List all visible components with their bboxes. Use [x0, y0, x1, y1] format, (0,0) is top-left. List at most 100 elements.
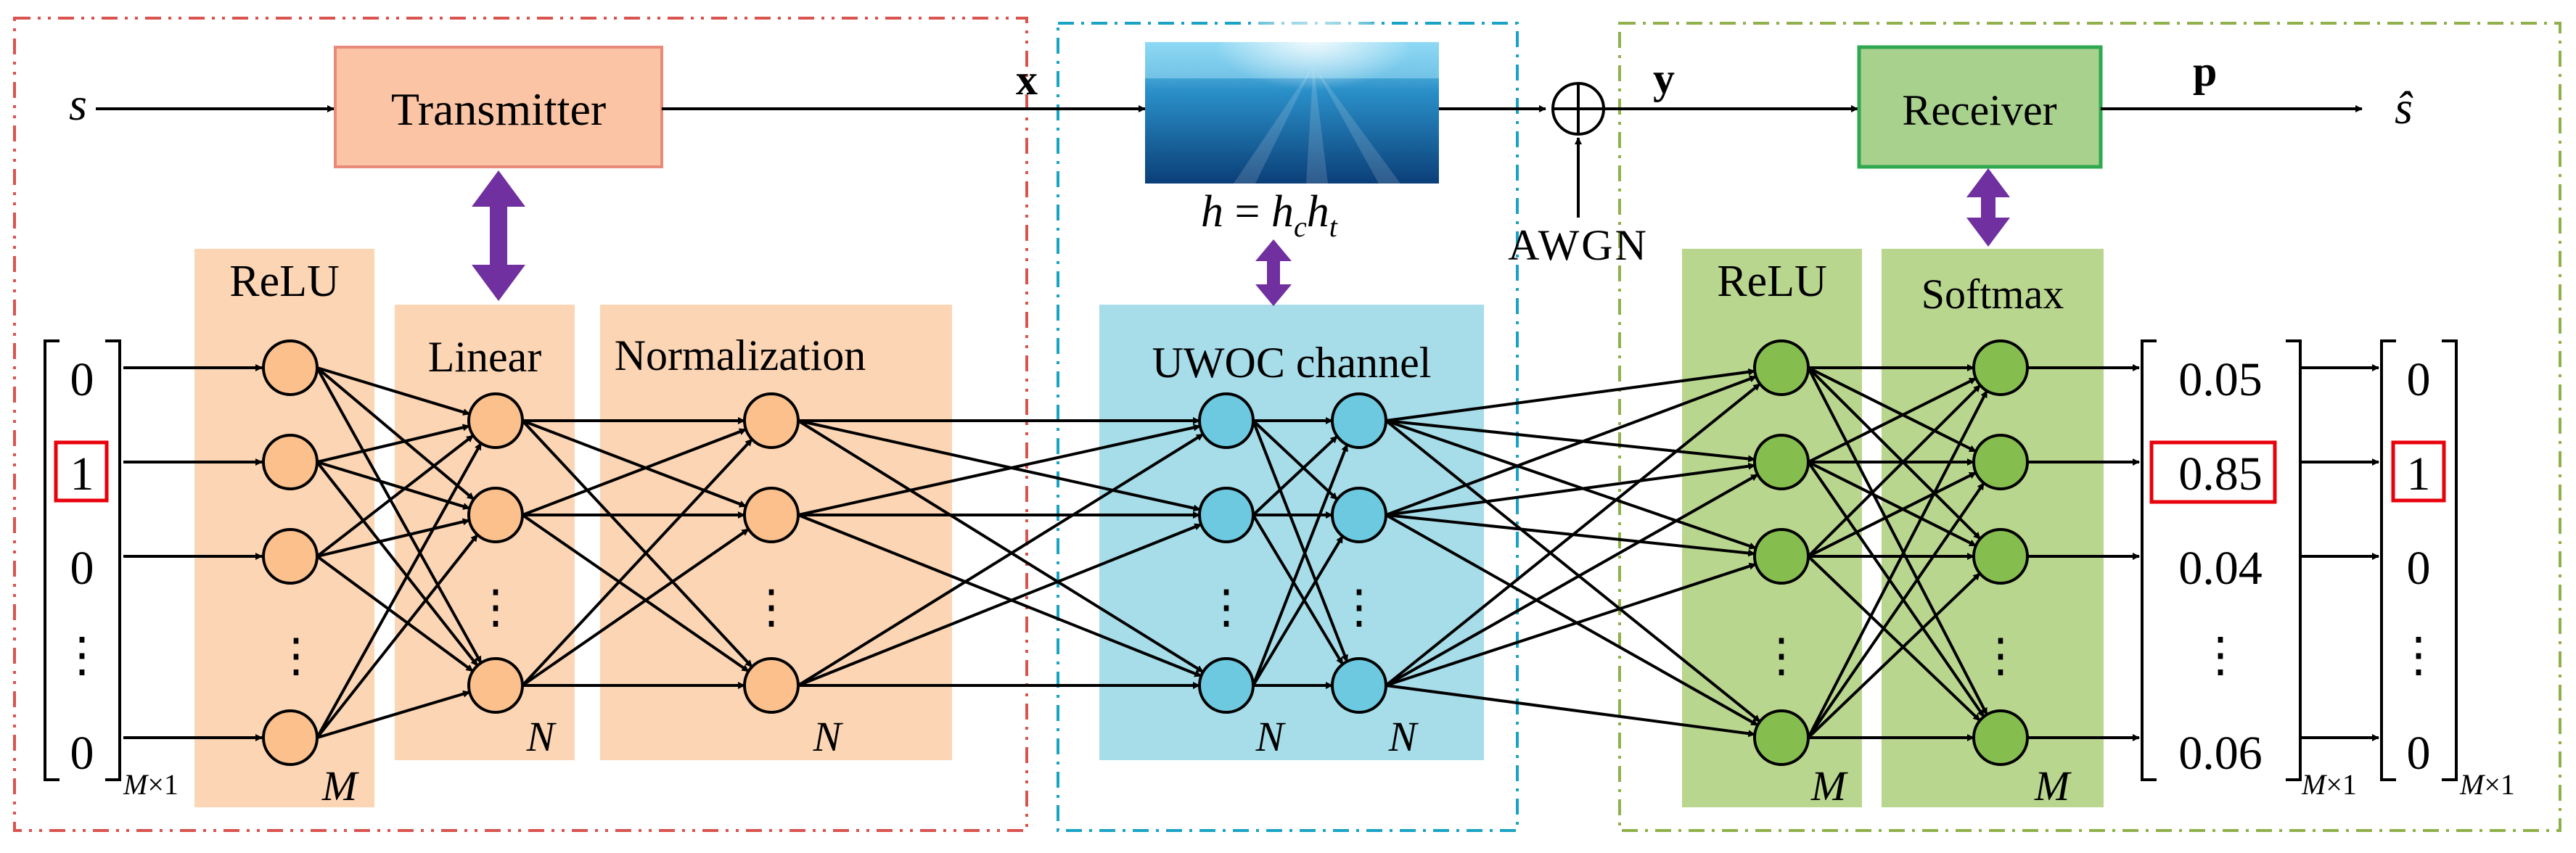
- network-edge: [797, 523, 1202, 687]
- linear-node: [467, 392, 524, 449]
- relu-tx-node: [262, 339, 319, 396]
- output-vector-entry: 0: [2407, 542, 2431, 595]
- tx-signal-x: x: [1016, 56, 1038, 104]
- network-edge: [1807, 367, 1988, 716]
- network-edge: [316, 366, 471, 416]
- channel-equation: h = hcht: [1201, 187, 1338, 243]
- output-vector-entry: 0: [2407, 353, 2431, 406]
- network-edge: [316, 366, 475, 500]
- relu-tx-node: [262, 528, 319, 585]
- network-edge: [1385, 368, 1756, 422]
- probability-vector: 0.05 0.85 0.04 ⋮ 0.06 M×1: [2141, 339, 2357, 801]
- output-vector-entry: 0: [2407, 727, 2431, 780]
- network-edge: [316, 434, 475, 558]
- network-edge: [1807, 555, 1981, 722]
- network-edge: [522, 419, 747, 508]
- purple-arrow-channel: [1255, 239, 1292, 306]
- network-edge: [1807, 366, 1982, 540]
- network-edge: [1252, 419, 1339, 501]
- chan-2-node: [1331, 657, 1387, 714]
- dim-N-channel-2: N: [1388, 713, 1419, 760]
- prob-vector-entry: 0.04: [2178, 542, 2263, 595]
- transmitter-block: [334, 46, 663, 168]
- softmax-node: [1972, 709, 2029, 766]
- prob-vector-dim: M×1: [2301, 768, 2357, 801]
- norm-node: [743, 487, 800, 543]
- dim-N-linear: N: [526, 713, 557, 760]
- transmitter-label: Transmitter: [391, 83, 606, 135]
- relu-rx-node: [1753, 434, 1810, 490]
- relu-rx-node: [1753, 339, 1810, 396]
- input-vector-entry: 0: [70, 353, 94, 406]
- network-edge: [316, 424, 470, 463]
- prob-vector-entry: ⋮: [2196, 629, 2244, 682]
- relu-tx-node: [262, 434, 319, 490]
- prob-symbol-p: p: [2193, 47, 2217, 95]
- chan-2-node: [1331, 487, 1387, 543]
- network-edge: [1385, 375, 1757, 516]
- relu-rx-node: [1753, 709, 1810, 766]
- linear-label: Linear: [428, 333, 542, 381]
- network-edge: [316, 461, 479, 667]
- output-vector-dim: M×1: [2459, 768, 2515, 801]
- network-edge: [316, 555, 474, 672]
- network-edge: [1807, 482, 1985, 739]
- prob-highlight-box: [2149, 440, 2277, 504]
- dots-linear: ⋮: [472, 581, 519, 632]
- purple-arrow-transmitter: [472, 170, 525, 301]
- network-edge: [797, 419, 1205, 674]
- network-edge: [1808, 376, 1977, 463]
- output-vector-entry: ⋮: [2395, 629, 2442, 682]
- network-edge: [1385, 514, 1756, 557]
- network-edge: [1808, 461, 1977, 548]
- network-edge: [521, 438, 753, 687]
- network-edge: [1385, 473, 1759, 687]
- network-edge: [797, 424, 1201, 516]
- dots-channel-2: ⋮: [1336, 581, 1382, 632]
- softmax-node: [1972, 339, 2029, 396]
- prob-vector-entry: 0.85: [2178, 448, 2263, 500]
- dots-normalization: ⋮: [748, 581, 795, 632]
- purple-arrow-receiver: [1966, 168, 2010, 247]
- network-edge: [1385, 382, 1761, 687]
- dim-M-softmax: M: [2034, 762, 2072, 809]
- network-edge: [1385, 419, 1756, 463]
- network-edge: [1385, 514, 1759, 727]
- norm-node: [743, 657, 800, 714]
- relu-tx-node: [262, 709, 319, 766]
- input-vector: 0 1 0 ⋮ 0 M×1: [44, 339, 179, 801]
- receiver-section-border: [1618, 22, 2561, 832]
- normalization-label: Normalization: [615, 331, 866, 379]
- input-vector-entry: 0: [70, 727, 94, 780]
- channel-label: UWOC channel: [1152, 339, 1432, 387]
- output-highlight-box: [2391, 440, 2446, 503]
- dim-N-channel-1: N: [1255, 713, 1287, 760]
- adder-circle: [1551, 82, 1605, 136]
- dim-M-relu-tx: M: [321, 762, 359, 809]
- relu-tx-label: ReLU: [229, 257, 340, 306]
- chan-1-node: [1198, 487, 1255, 543]
- input-vector-dim: M×1: [123, 768, 179, 801]
- network-edges: [123, 364, 2379, 741]
- dim-M-relu-rx: M: [1810, 762, 1848, 809]
- network-edge: [797, 419, 1201, 512]
- rx-signal-y: y: [1653, 54, 1675, 102]
- chan-1-node: [1198, 392, 1255, 449]
- relu-rx-label: ReLU: [1717, 257, 1827, 306]
- network-edge: [521, 527, 750, 687]
- network-edge: [1808, 471, 1977, 558]
- network-edge: [522, 428, 747, 516]
- network-edge: [1385, 419, 1761, 723]
- output-vector: 0 1 0 ⋮ 0 M×1: [2380, 339, 2515, 801]
- network-edge: [1807, 390, 1988, 738]
- receiver-label: Receiver: [1902, 86, 2056, 134]
- network-edge: [1807, 461, 1985, 718]
- network-edge: [1807, 384, 1982, 558]
- network-edge: [1385, 684, 1756, 738]
- dots-relu-tx: ⋮: [273, 630, 319, 681]
- network-edge: [1252, 535, 1344, 687]
- dots-softmax: ⋮: [1977, 630, 2024, 681]
- network-edge: [1808, 366, 1977, 453]
- output-symbol-s-hat: ŝ: [2395, 82, 2413, 133]
- receiver-block: [1857, 45, 2103, 169]
